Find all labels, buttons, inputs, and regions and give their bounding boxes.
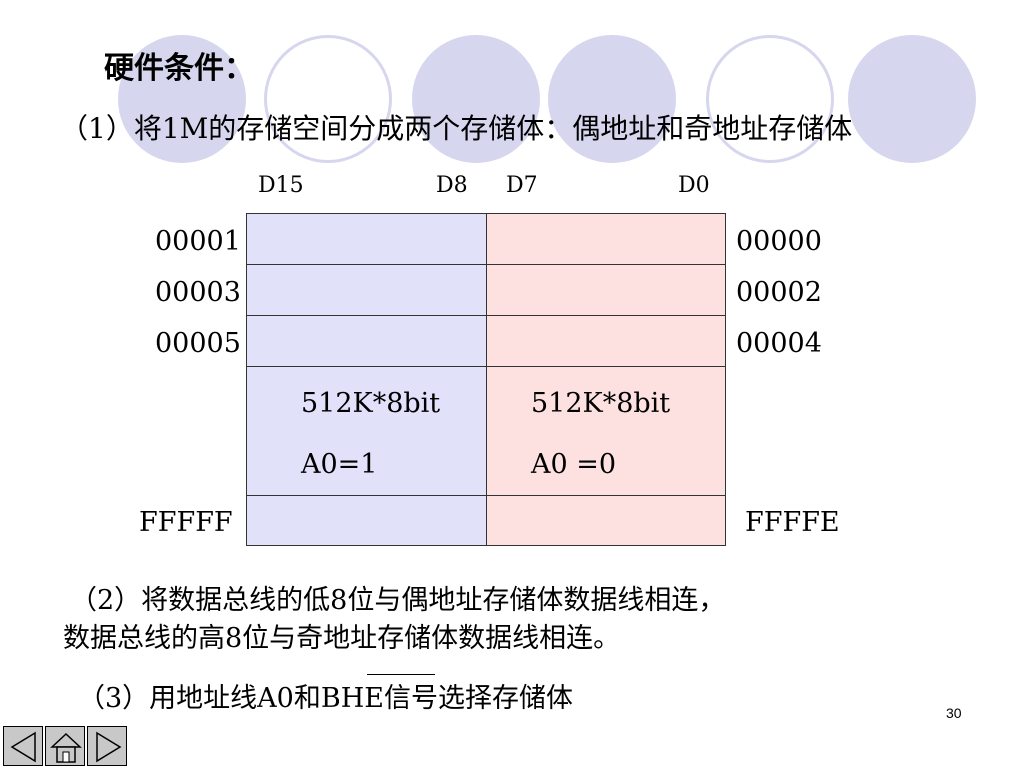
odd-bank-row-last <box>246 495 487 546</box>
point-3-prefix: （3）用地址线A0和 <box>78 683 321 714</box>
bhe-signal: BHE <box>320 683 384 714</box>
next-icon <box>96 731 122 763</box>
even-bank-body <box>486 366 726 496</box>
point-1-text: （1）将1M的存储空间分成两个存储体：偶地址和奇地址存储体 <box>60 112 853 145</box>
even-address-last: FFFFE <box>745 507 840 538</box>
decor-circle-4 <box>548 35 676 163</box>
odd-address-1: 00001 <box>155 226 241 257</box>
odd-bank-row-1 <box>246 213 487 265</box>
next-slide-button[interactable] <box>87 726 127 766</box>
point-2-line-1: （2）将数据总线的低8位与偶地址存储体数据线相连， <box>70 585 726 616</box>
bhe-overbar <box>367 674 435 675</box>
bit-label-d15: D15 <box>258 173 304 198</box>
home-button[interactable] <box>45 726 85 766</box>
prev-slide-button[interactable] <box>3 726 43 766</box>
decor-circle-2 <box>264 35 392 163</box>
home-icon <box>50 732 82 763</box>
point-3-suffix: 信号选择存储体 <box>383 683 573 714</box>
decor-circle-1 <box>118 35 246 163</box>
odd-address-3: 00005 <box>155 328 241 359</box>
decor-circle-6 <box>848 35 976 163</box>
decor-circle-5 <box>706 35 834 163</box>
even-bank-row-last <box>486 495 726 546</box>
bit-label-d7: D7 <box>506 173 538 198</box>
decor-circle-3 <box>412 35 540 163</box>
point-3-text: （3）用地址线A0和BHE信号选择存储体 <box>78 685 573 712</box>
even-bank-size: 512K*8bit <box>531 388 671 419</box>
even-bank-row-3 <box>486 315 726 367</box>
prev-icon <box>10 731 36 763</box>
bit-label-d0: D0 <box>678 173 710 198</box>
odd-bank-row-2 <box>246 264 487 316</box>
even-bank-select: A0 =0 <box>531 449 617 480</box>
point-2-line-2: 数据总线的高8位与奇地址存储体数据线相连。 <box>63 623 621 654</box>
odd-bank-select: A0=1 <box>301 449 378 480</box>
odd-bank-size: 512K*8bit <box>301 388 441 419</box>
page-number: 30 <box>946 705 962 721</box>
odd-bank-row-3 <box>246 315 487 367</box>
even-bank-row-2 <box>486 264 726 316</box>
even-address-2: 00002 <box>736 277 822 308</box>
odd-bank-body <box>246 366 487 496</box>
even-address-3: 00004 <box>736 328 822 359</box>
odd-address-last: FFFFF <box>139 507 233 538</box>
bit-label-d8: D8 <box>436 173 468 198</box>
even-bank-row-1 <box>486 213 726 265</box>
odd-address-2: 00003 <box>155 277 241 308</box>
even-address-1: 00000 <box>736 226 822 257</box>
slide-heading: 硬件条件： <box>104 51 254 86</box>
